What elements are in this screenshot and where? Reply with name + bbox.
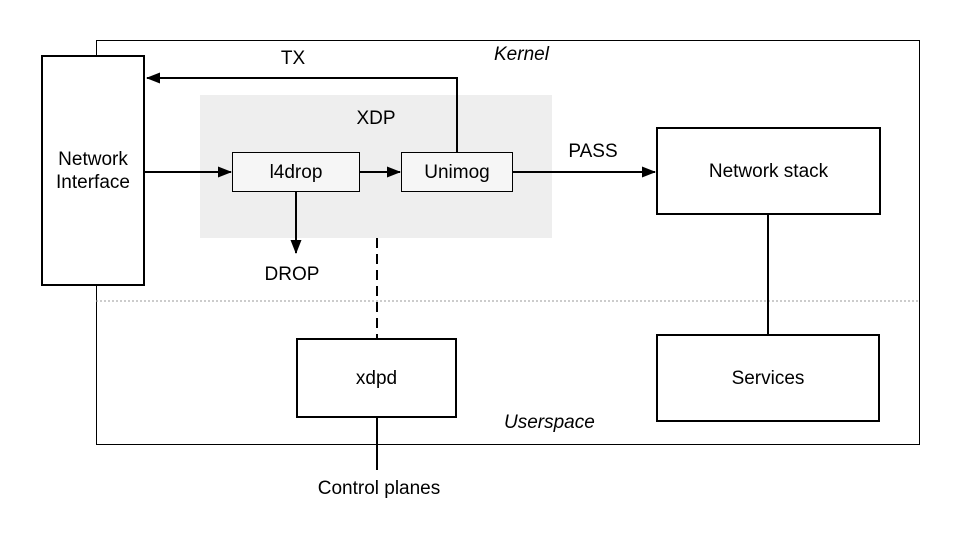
userspace-region-label: Userspace [504, 412, 595, 433]
xdp-region-label: XDP [356, 108, 396, 129]
services-node: Services [656, 334, 880, 422]
tx-edge-label: TX [280, 48, 306, 69]
network-stack-node: Network stack [656, 127, 881, 215]
l4drop-node: l4drop [232, 152, 360, 192]
network-interface-label: Network Interface [56, 148, 130, 193]
l4drop-label: l4drop [269, 161, 323, 183]
xdpd-label: xdpd [355, 367, 398, 389]
pass-edge-label: PASS [568, 141, 618, 162]
drop-edge-label: DROP [264, 264, 320, 285]
unimog-label: Unimog [424, 161, 490, 183]
xdpd-node: xdpd [296, 338, 457, 418]
kernel-region-label: Kernel [494, 44, 549, 65]
services-label: Services [731, 367, 805, 389]
network-stack-label: Network stack [708, 160, 829, 182]
unimog-node: Unimog [401, 152, 513, 192]
network-interface-node: Network Interface [41, 55, 145, 286]
control-planes-label: Control planes [317, 478, 441, 499]
